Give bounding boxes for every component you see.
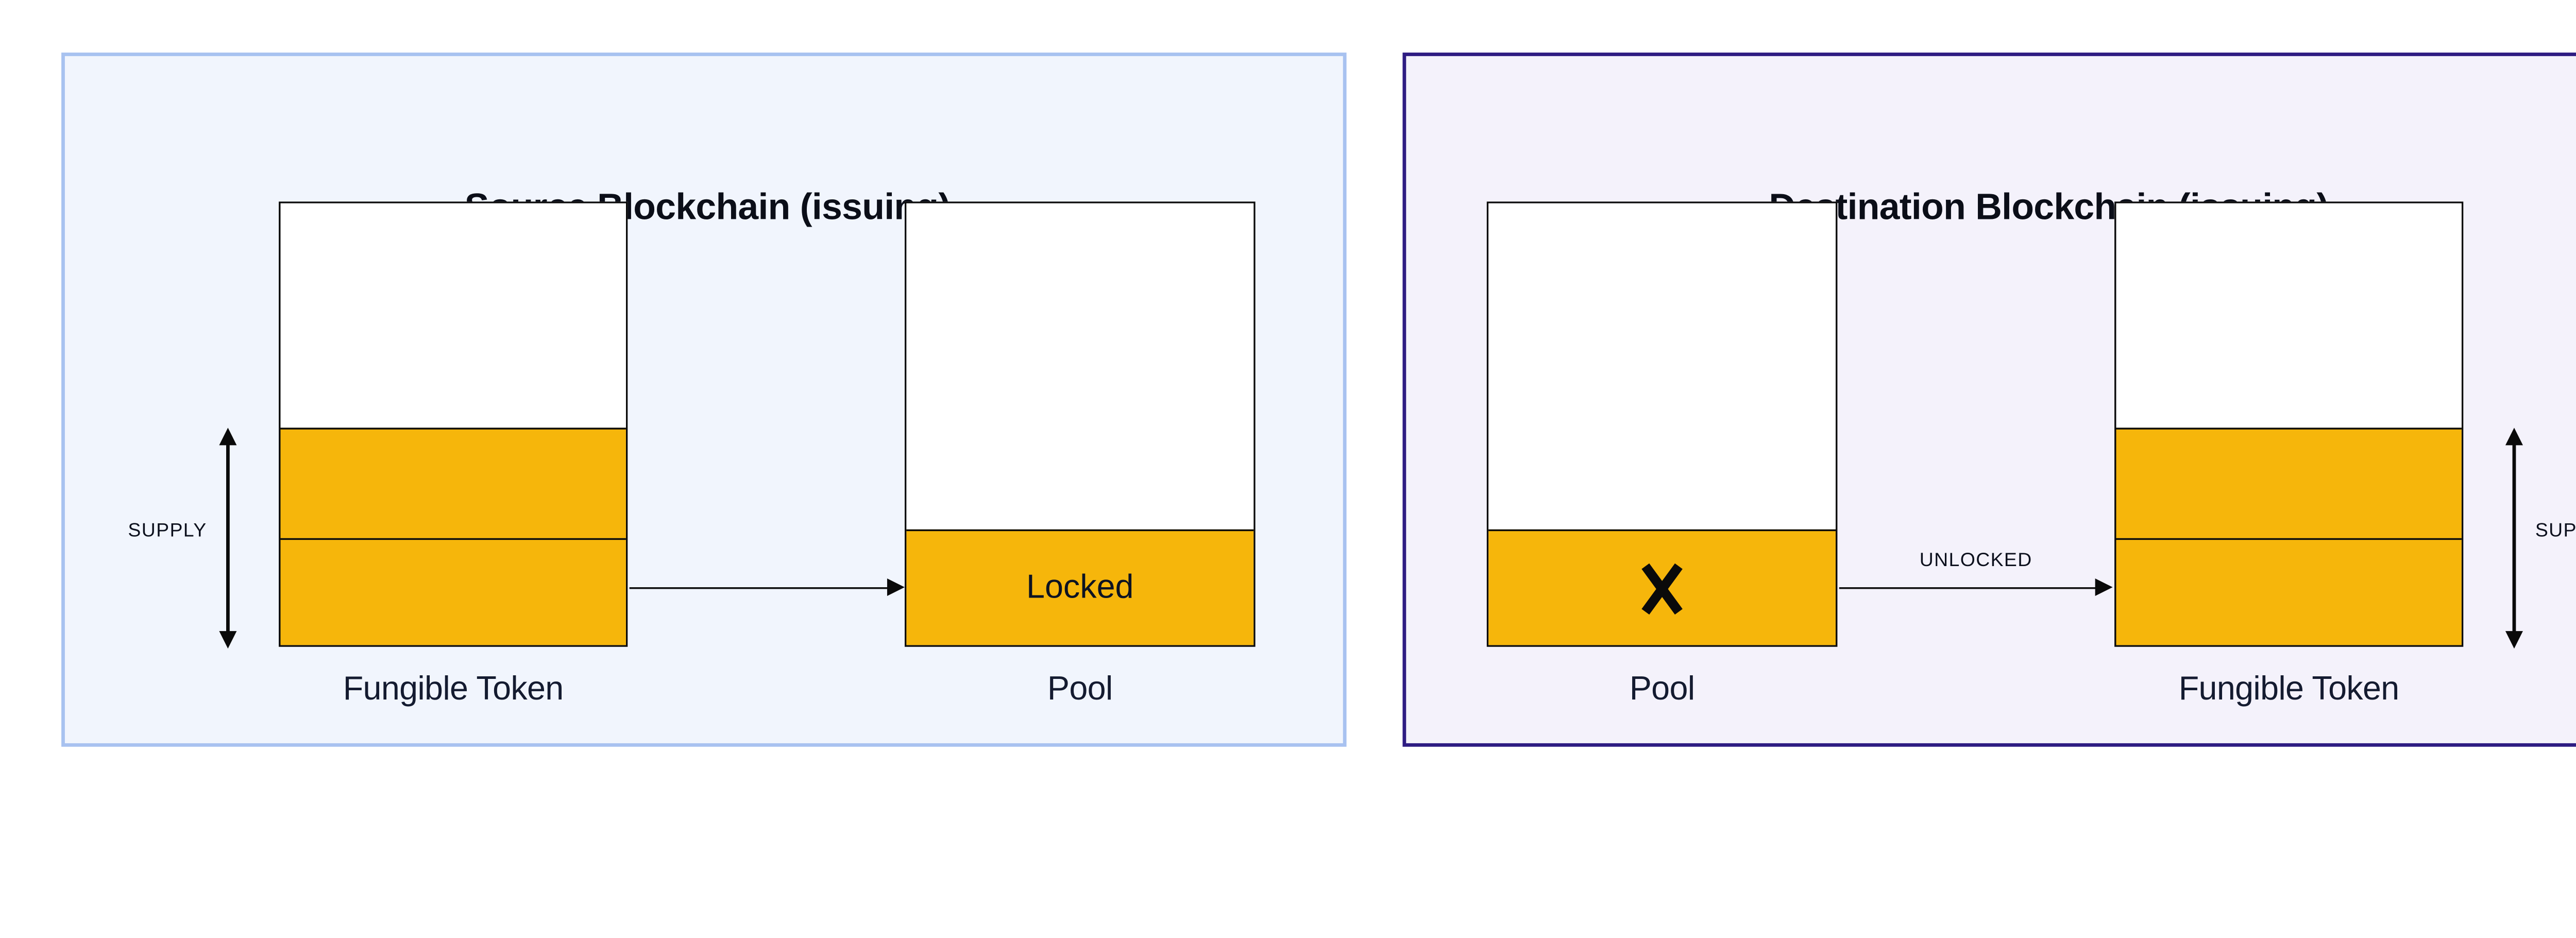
arrow-shaft	[1839, 587, 2097, 590]
destination-token-supply-lower-segment	[2116, 538, 2462, 645]
supply-range-arrow-icon	[2504, 427, 2525, 648]
destination-fungible-token-bar	[2114, 201, 2464, 647]
destination-token-supply-upper-segment	[2116, 427, 2462, 538]
arrow-down-tip	[219, 630, 237, 648]
destination-token-unminted-segment	[2116, 203, 2462, 427]
destination-pool-bar	[1486, 201, 1838, 647]
arrow-shaft	[227, 442, 229, 632]
unlocked-label: UNLOCKED	[1919, 549, 2032, 571]
destination-supply-label: SUPPLY	[2535, 520, 2576, 541]
destination-pool-label: Pool	[1629, 670, 1695, 708]
destination-fungible-token-label: Fungible Token	[2178, 670, 2400, 708]
transfer-arrow-icon	[1839, 578, 2113, 598]
source-token-supply-lower-segment	[280, 538, 626, 645]
source-supply-label: SUPPLY	[128, 520, 207, 541]
supply-range-arrow-icon	[217, 427, 239, 648]
caption-row: Liquidity Fragmentation (Discouraged)	[0, 789, 2576, 894]
source-pool-label: Pool	[1047, 670, 1113, 708]
source-pool-locked-segment	[906, 529, 1254, 645]
source-fungible-token-bar	[279, 201, 628, 647]
source-pool-empty-segment	[906, 203, 1254, 530]
cross-icon	[1639, 561, 1685, 617]
source-pool-bar	[904, 201, 1256, 647]
arrow-head	[2095, 578, 2113, 596]
transfer-arrow-icon	[629, 578, 905, 598]
locked-label: Locked	[1026, 569, 1134, 607]
arrow-up-tip	[219, 427, 237, 445]
source-token-unminted-segment	[280, 203, 626, 427]
destination-pool-empty-segment	[1488, 203, 1836, 530]
arrow-head	[887, 578, 905, 596]
source-fungible-token-label: Fungible Token	[343, 670, 564, 708]
arrow-down-tip	[2505, 630, 2523, 648]
arrow-shaft	[2513, 442, 2516, 632]
source-token-supply-upper-segment	[280, 427, 626, 538]
arrow-up-tip	[2505, 427, 2523, 445]
arrow-shaft	[629, 587, 889, 590]
